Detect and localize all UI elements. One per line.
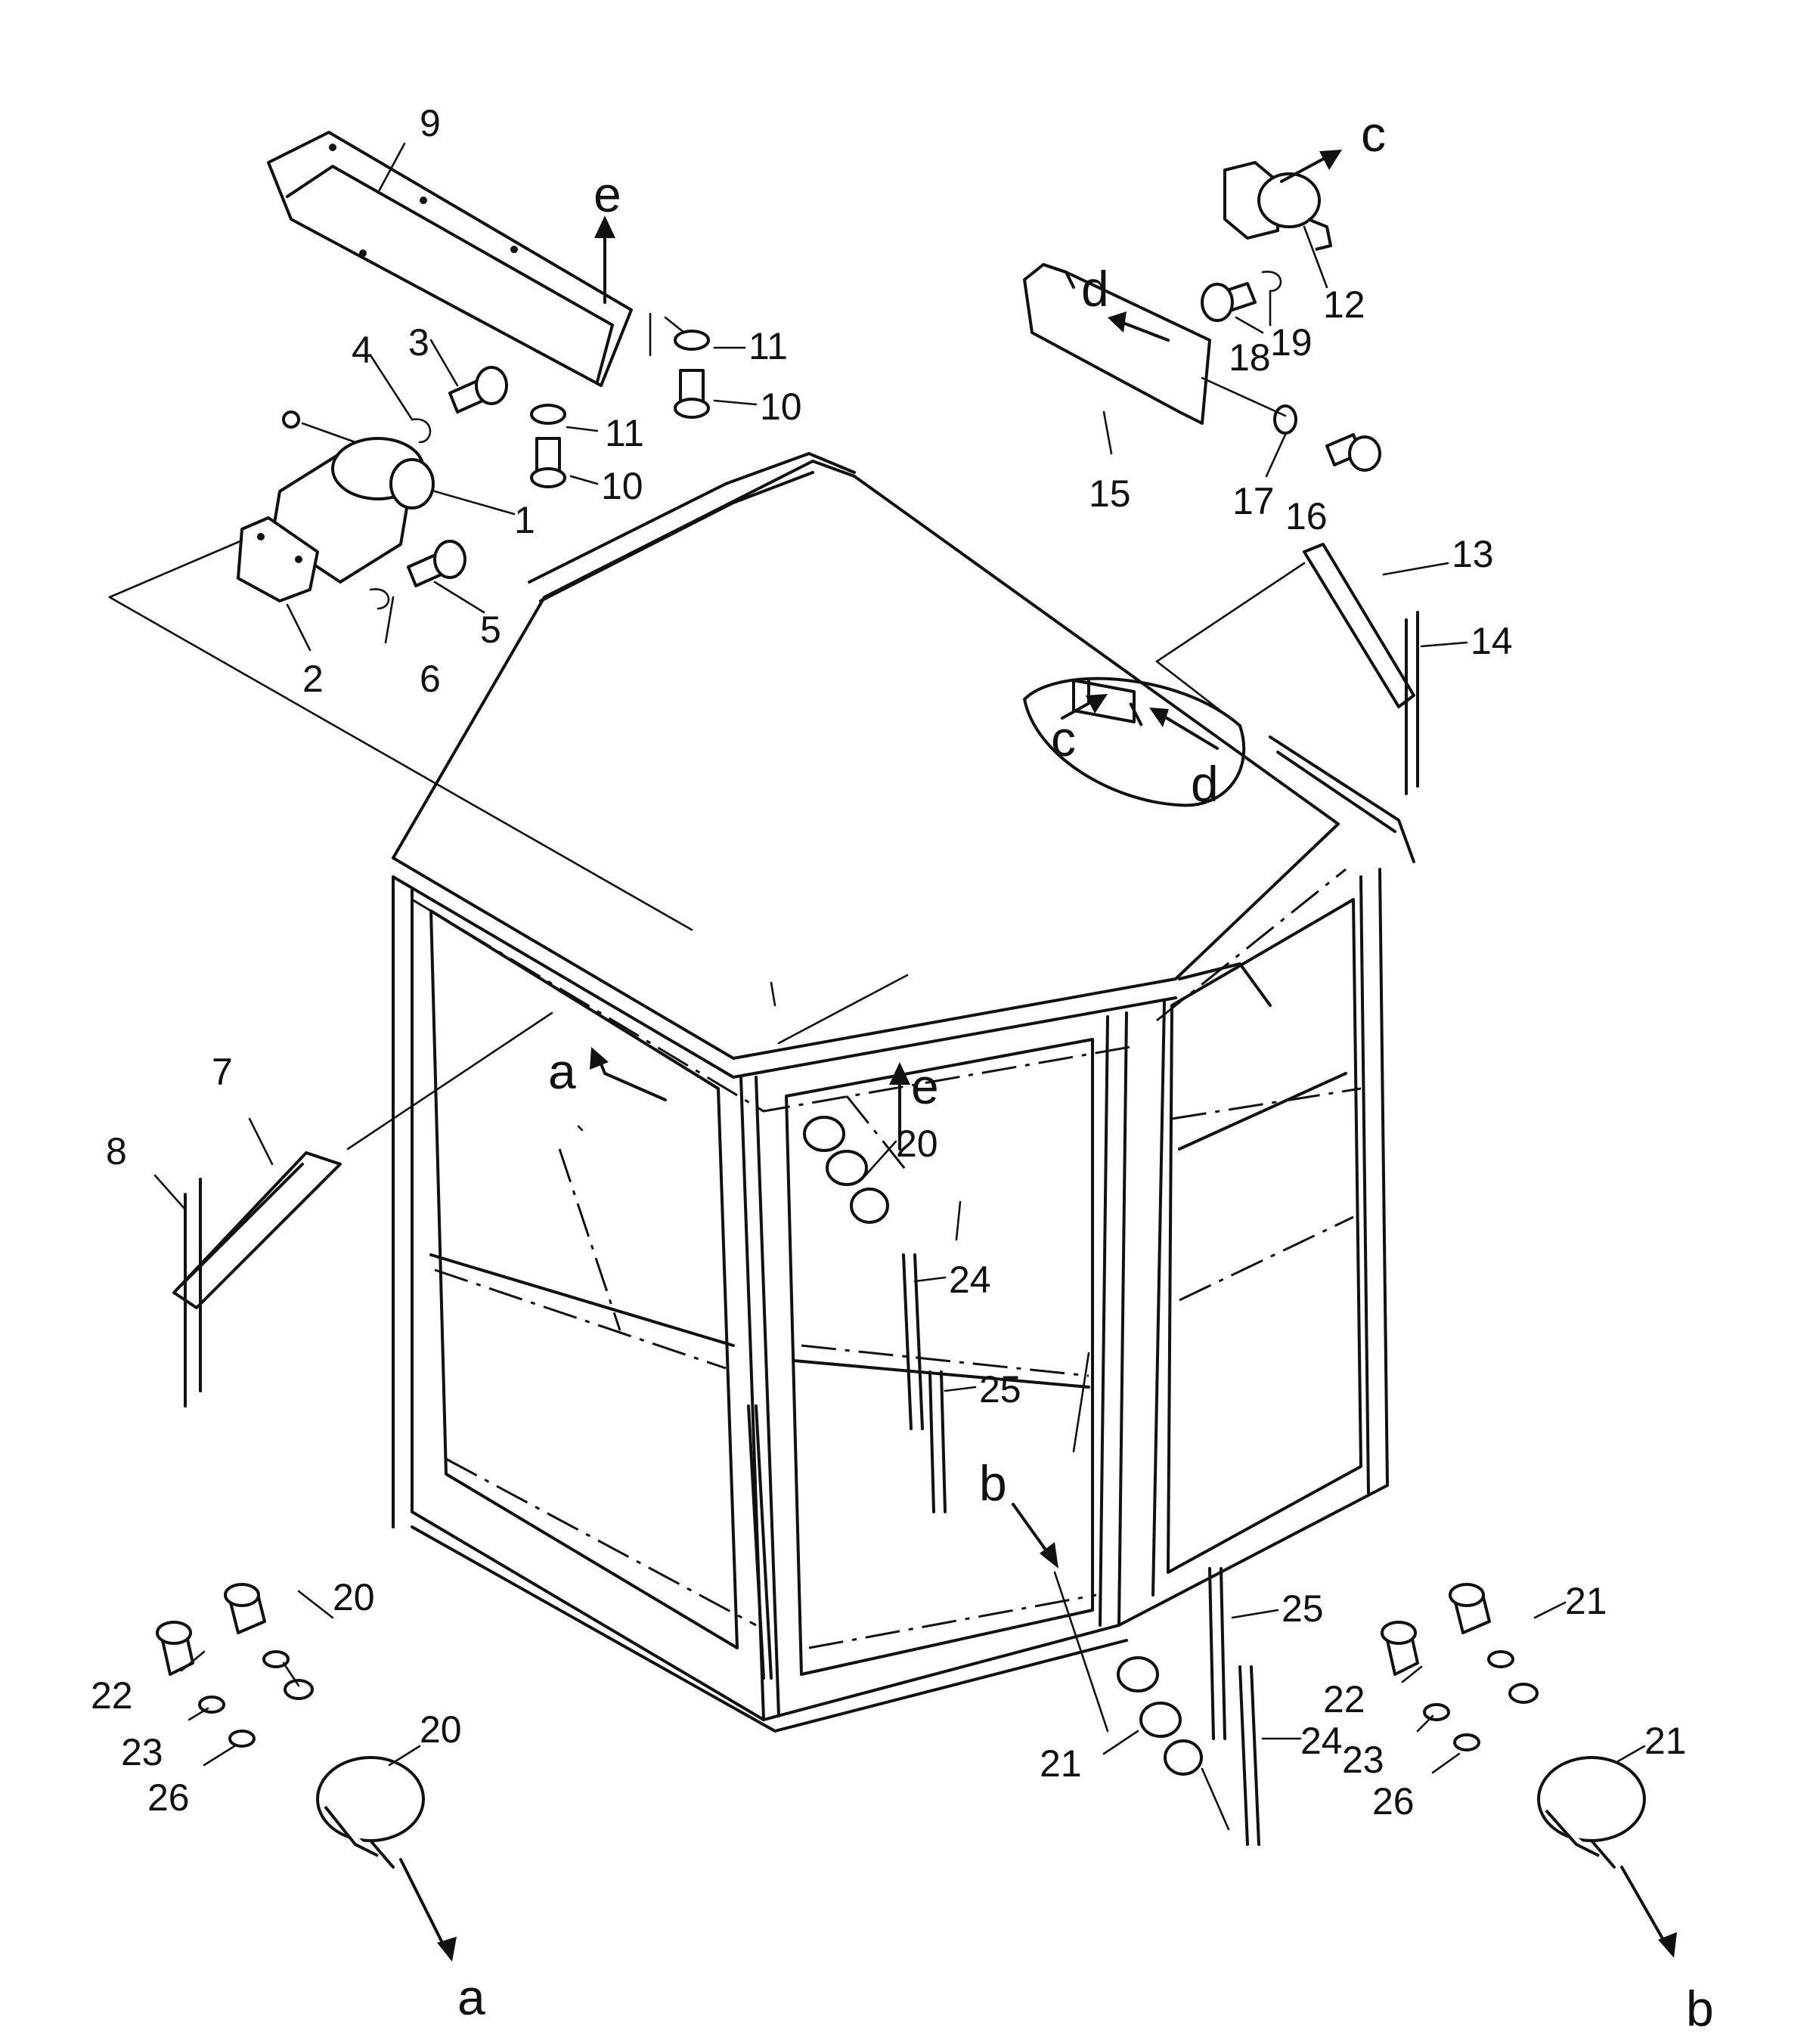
callout-20-center: 20 [896, 1123, 938, 1165]
callout-10a: 10 [760, 386, 802, 428]
callout-12: 12 [1323, 283, 1365, 326]
callout-20-left-bolts: 20 [333, 1576, 375, 1618]
callout-11a: 11 [748, 325, 788, 367]
callout-22-left: 22 [91, 1674, 133, 1717]
fasteners [369, 271, 1381, 610]
callout-6: 6 [420, 658, 441, 700]
callout-23-left: 23 [121, 1731, 163, 1773]
ref-d-top: d [1081, 261, 1109, 317]
part-15-cover [1023, 263, 1211, 425]
callout-7: 7 [212, 1051, 233, 1093]
part-13-14-wiper-arm-right [1303, 543, 1419, 795]
callout-10b: 10 [601, 465, 643, 507]
reference-letters: e c d c d a e b a b [457, 106, 1714, 2036]
ref-b-bottom: b [1686, 1981, 1714, 2036]
center-nut-stack [803, 1116, 1203, 1776]
ref-a-bottom: a [457, 1969, 485, 2025]
callout-9: 9 [420, 102, 441, 144]
callout-21-right-motor: 21 [1644, 1720, 1687, 1762]
leader-lines [108, 142, 1677, 1962]
callout-26-right: 26 [1372, 1780, 1415, 1823]
callout-4: 4 [352, 329, 373, 371]
part-12-bracket [1223, 161, 1332, 251]
ref-e-top: e [594, 166, 621, 222]
callout-3: 3 [408, 321, 429, 364]
ref-d-mid: d [1191, 756, 1219, 812]
callout-14: 14 [1471, 620, 1513, 662]
callout-21-right-bolts: 21 [1565, 1580, 1607, 1622]
cab-frame [392, 452, 1415, 1733]
callout-25-right: 25 [1282, 1587, 1324, 1630]
callout-26-left: 26 [147, 1776, 190, 1819]
part-7-8-wiper-arm-left [172, 1151, 342, 1408]
callout-20-left-motor: 20 [420, 1708, 462, 1751]
part-24-25-blades-center [747, 1253, 1260, 1846]
callout-15: 15 [1089, 472, 1131, 515]
callout-22-right: 22 [1323, 1678, 1365, 1720]
callout-16: 16 [1285, 495, 1328, 537]
callout-19: 19 [1270, 321, 1313, 364]
callout-labels: 9 3 4 11 10 11 10 1 5 6 2 7 8 12 18 19 1… [91, 102, 1687, 1823]
part-9-cover [267, 131, 633, 387]
callout-17: 17 [1232, 480, 1275, 522]
callout-11b: 11 [605, 412, 644, 454]
callout-24-center: 24 [949, 1259, 991, 1301]
callout-23-right: 23 [1342, 1739, 1384, 1781]
ref-a-mid: a [548, 1043, 576, 1099]
callout-25-center: 25 [979, 1368, 1021, 1411]
callout-5: 5 [480, 609, 501, 651]
callout-13: 13 [1452, 533, 1494, 575]
ref-c-mid: c [1051, 711, 1076, 766]
callout-8: 8 [106, 1130, 127, 1172]
part-2-bracket [237, 516, 319, 602]
ref-e-mid: e [911, 1058, 939, 1114]
ref-c-top: c [1361, 106, 1386, 162]
callout-21-center: 21 [1040, 1742, 1082, 1785]
motor-assembly-a [156, 1583, 425, 1869]
callout-2: 2 [302, 658, 324, 700]
motor-assembly-b [1381, 1583, 1646, 1869]
callout-24-right: 24 [1300, 1720, 1343, 1762]
callout-1: 1 [514, 499, 535, 541]
ref-b-mid: b [979, 1455, 1007, 1511]
callout-18: 18 [1229, 336, 1271, 379]
